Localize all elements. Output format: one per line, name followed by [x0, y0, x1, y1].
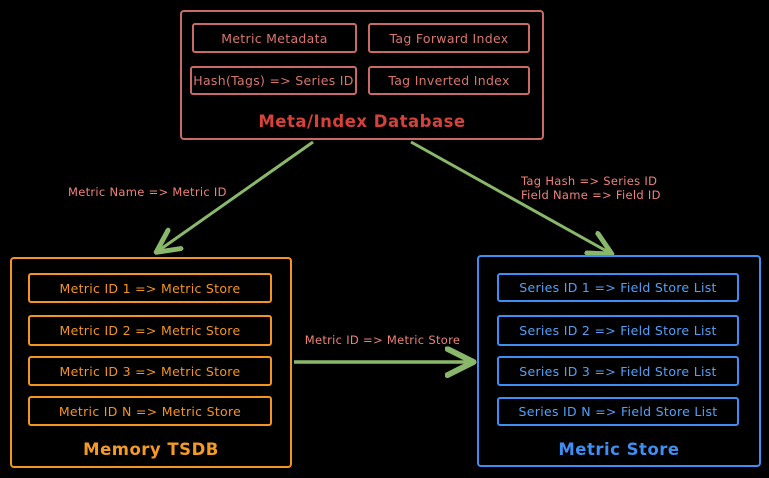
meta-index-database-title: Meta/Index Database: [258, 112, 466, 131]
cell-series-id-3: Series ID 3 => Field Store List: [497, 356, 739, 386]
edge-label-metric-name-to-metric-id: Metric Name => Metric ID: [68, 185, 227, 199]
metric-store-title: Metric Store: [558, 440, 680, 459]
cell-metric-metadata: Metric Metadata: [192, 23, 357, 53]
cell-metric-id-3: Metric ID 3 => Metric Store: [28, 356, 272, 386]
cell-tag-forward-index: Tag Forward Index: [368, 23, 530, 53]
arrow-meta-to-tsdb: [158, 140, 314, 251]
edge-label-tag-hash-field-name: Tag Hash => Series ID Field Name => Fiel…: [521, 174, 661, 202]
memory-tsdb-title: Memory TSDB: [83, 440, 219, 459]
memory-tsdb-box: [10, 257, 292, 468]
edge-label-line-1: Tag Hash => Series ID: [521, 174, 658, 188]
edge-label-metric-id-to-metric-store: Metric ID => Metric Store: [304, 333, 461, 347]
metric-store-box: [477, 255, 761, 467]
cell-metric-id-1: Metric ID 1 => Metric Store: [28, 273, 272, 303]
cell-metric-id-n: Metric ID N => Metric Store: [28, 396, 272, 426]
cell-tag-inverted-index: Tag Inverted Index: [368, 66, 530, 95]
cell-hash-tags-series-id: Hash(Tags) => Series ID: [190, 66, 357, 95]
edge-label-line-2: Field Name => Field ID: [521, 188, 661, 202]
cell-series-id-1: Series ID 1 => Field Store List: [497, 273, 739, 302]
cell-series-id-2: Series ID 2 => Field Store List: [497, 315, 739, 346]
cell-metric-id-2: Metric ID 2 => Metric Store: [28, 315, 272, 346]
arrow-meta-to-store: [410, 140, 610, 253]
cell-series-id-n: Series ID N => Field Store List: [497, 397, 739, 426]
meta-index-database-box: [180, 10, 544, 140]
